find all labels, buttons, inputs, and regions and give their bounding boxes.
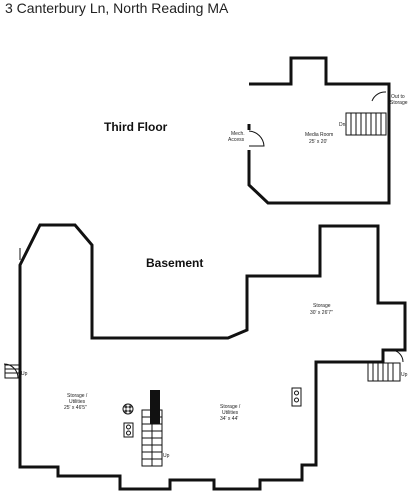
room-name: Utilities [222, 410, 239, 416]
floor-title: Basement [146, 256, 203, 270]
room-name: Media Room [305, 132, 333, 138]
room-name: Storage / [220, 404, 241, 410]
note: Dn [339, 122, 346, 128]
note: Mech. [231, 131, 245, 137]
room-dimensions: 25' x 46'5" [64, 405, 87, 411]
stairs [345, 112, 387, 136]
room-dimensions: 34' x 44' [220, 416, 238, 422]
chimney [150, 390, 160, 424]
address-title: 3 Canterbury Ln, North Reading MA [5, 0, 229, 16]
third-floor-plan [247, 56, 391, 205]
door-swing [3, 363, 19, 379]
stairs [4, 364, 20, 379]
note: Up [21, 371, 28, 377]
floor-title: Third Floor [104, 120, 168, 134]
stairs [141, 409, 163, 467]
third-floor-walls [247, 56, 391, 205]
room-name: Storage [313, 303, 331, 309]
door-swing [371, 91, 387, 102]
note: Access [228, 137, 245, 143]
basement-walls [18, 223, 407, 491]
room-dimensions: 25' x 20' [309, 139, 327, 145]
room-name: Storage / [67, 393, 88, 399]
appliance [122, 403, 134, 415]
basement-plan [3, 223, 407, 491]
door-swing [248, 130, 265, 147]
note: Up [163, 453, 170, 459]
note: Storage [390, 100, 408, 106]
note: Out to [391, 94, 405, 100]
appliance [123, 422, 134, 438]
appliance [291, 387, 302, 407]
room-dimensions: 30' x 26'7" [310, 310, 333, 316]
stairs [367, 349, 404, 382]
note: Up [401, 372, 408, 378]
room-name: Utilities [69, 399, 86, 405]
